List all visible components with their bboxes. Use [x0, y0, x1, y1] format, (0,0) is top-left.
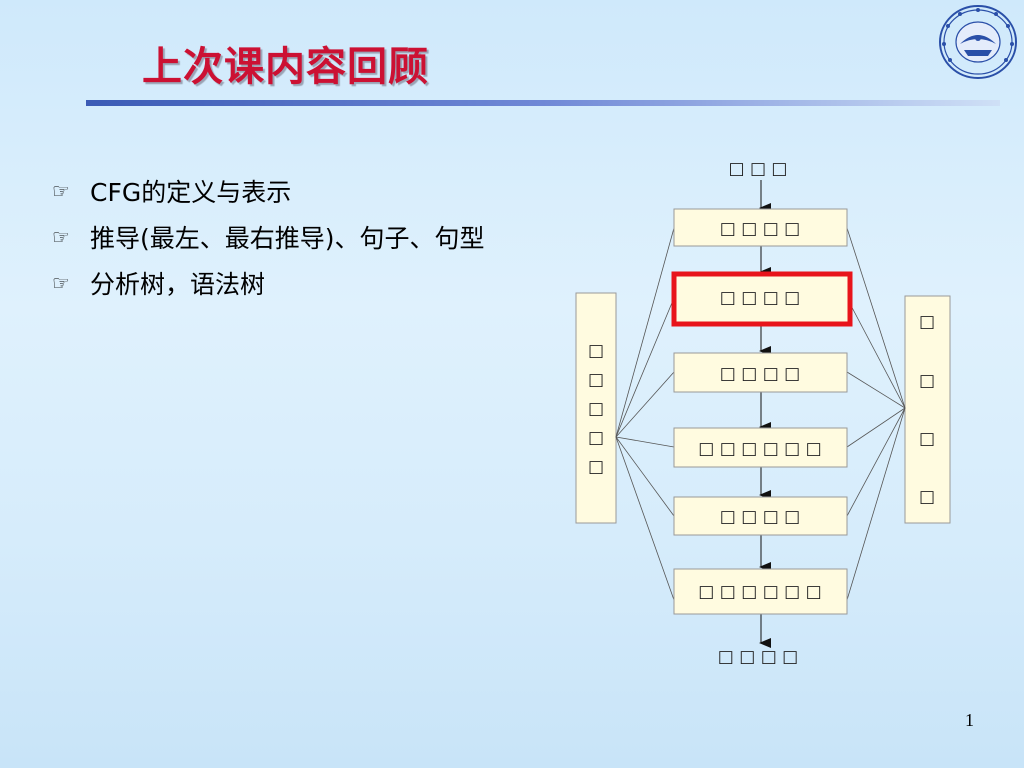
right-side-label-char: □	[919, 371, 935, 391]
stage-label: □ □ □ □ □ □	[698, 439, 821, 459]
bullet-item: ☞ 分析树，语法树	[52, 260, 485, 306]
pointing-hand-icon: ☞	[52, 179, 70, 203]
pointing-hand-icon: ☞	[52, 225, 70, 249]
stage-box	[673, 427, 848, 468]
fan-lines	[615, 227, 906, 601]
bullet-item: ☞ CFG的定义与表示	[52, 168, 485, 214]
page-title: 上次课内容回顾	[142, 44, 429, 90]
stage-box	[673, 352, 848, 393]
left-side-label-char: □	[588, 399, 604, 419]
left-side-label-char: □	[588, 428, 604, 448]
bullet-text: 分析树，语法树	[90, 270, 266, 299]
stage-label: □ □ □ □ □ □	[698, 582, 821, 602]
left-side-label-char: □	[588, 457, 604, 477]
right-side-label-char: □	[919, 487, 935, 507]
stage-box	[673, 208, 848, 247]
bullet-text: 推导(最左、最右推导)、句子、句型	[90, 224, 485, 253]
stage-label: □ □ □ □	[720, 507, 800, 527]
stage-label: □ □ □ □	[720, 364, 800, 384]
right-side-panel	[904, 295, 951, 524]
stage-label: □ □ □ □	[720, 219, 800, 239]
stage-label: □ □ □ □	[720, 288, 800, 308]
source-program-label: □ □ □	[729, 159, 788, 179]
bullet-list: ☞ CFG的定义与表示 ☞ 推导(最左、最右推导)、句子、句型 ☞ 分析树，语法…	[52, 168, 485, 306]
right-side-label-char: □	[919, 429, 935, 449]
bullet-item: ☞ 推导(最左、最右推导)、句子、句型	[52, 214, 485, 260]
stage-box	[673, 568, 848, 615]
stage-box	[673, 496, 848, 536]
target-program-label: □ □ □ □	[718, 647, 798, 667]
bullet-text: CFG的定义与表示	[90, 178, 292, 207]
stage-box-highlighted	[671, 271, 853, 327]
university-logo	[938, 4, 1018, 84]
title-underline	[86, 100, 1000, 106]
left-side-label-char: □	[588, 341, 604, 361]
left-side-label-char: □	[588, 370, 604, 390]
page-number: 1	[965, 710, 974, 730]
left-side-panel	[575, 292, 617, 524]
pointing-hand-icon: ☞	[52, 271, 70, 295]
right-side-label-char: □	[919, 312, 935, 332]
